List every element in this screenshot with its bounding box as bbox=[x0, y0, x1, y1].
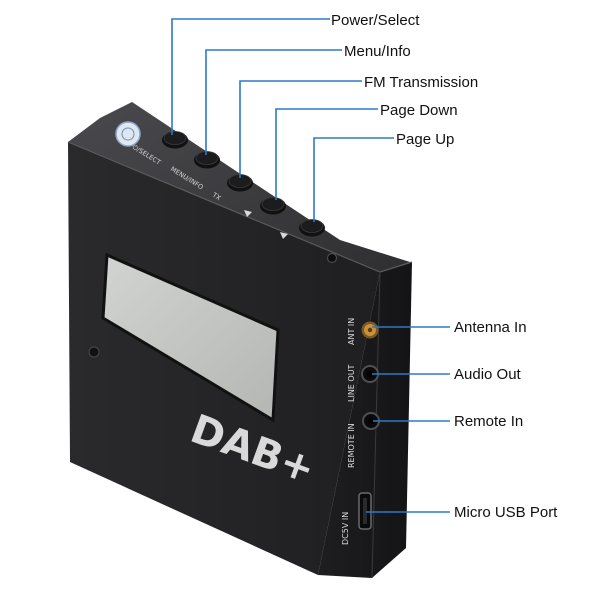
radio-device: DAB+ ⏻/SELECT MENU/INFO TX bbox=[67, 102, 413, 579]
ir-sensor bbox=[88, 346, 100, 358]
port-micro-usb[interactable] bbox=[358, 492, 372, 530]
page-up-arrow-icon bbox=[280, 232, 288, 239]
top-leader-lines bbox=[171, 18, 394, 222]
button-page-down[interactable] bbox=[260, 197, 286, 215]
port-print-ant: ANT IN bbox=[347, 318, 356, 345]
label-power-select: Power/Select bbox=[331, 12, 420, 29]
brand-sticker-icon bbox=[115, 121, 141, 147]
port-antenna-in[interactable] bbox=[361, 321, 379, 339]
label-audio-out: Audio Out bbox=[454, 366, 522, 383]
button-fm-transmission[interactable] bbox=[227, 174, 253, 192]
label-page-up: Page Up bbox=[396, 131, 454, 148]
label-page-down: Page Down bbox=[380, 102, 458, 119]
side-leader-lines bbox=[366, 326, 450, 513]
button-menu-info[interactable] bbox=[194, 151, 220, 169]
button-page-up[interactable] bbox=[299, 219, 325, 237]
leader-menu-info bbox=[205, 49, 342, 155]
port-print-remote: REMOTE IN bbox=[347, 423, 356, 468]
leader-page-up bbox=[313, 137, 394, 222]
brand-sticker-ring-icon bbox=[121, 127, 135, 141]
label-antenna-in: Antenna In bbox=[454, 319, 527, 336]
button-power-select[interactable] bbox=[162, 131, 188, 149]
label-menu-info: Menu/Info bbox=[344, 43, 411, 60]
leader-fm-transmission bbox=[239, 80, 362, 178]
leader-power-select bbox=[171, 18, 330, 135]
lcd-display bbox=[101, 252, 280, 423]
leader-page-down bbox=[275, 108, 378, 200]
port-print-dc: DC5V IN bbox=[341, 512, 350, 545]
label-fm-transmission: FM Transmission bbox=[364, 74, 478, 91]
top-small-jack[interactable] bbox=[326, 252, 338, 264]
label-micro-usb: Micro USB Port bbox=[454, 504, 558, 521]
page-down-arrow-icon bbox=[244, 210, 252, 217]
label-remote-in: Remote In bbox=[454, 413, 523, 430]
port-print-line: LINE OUT bbox=[347, 364, 356, 402]
